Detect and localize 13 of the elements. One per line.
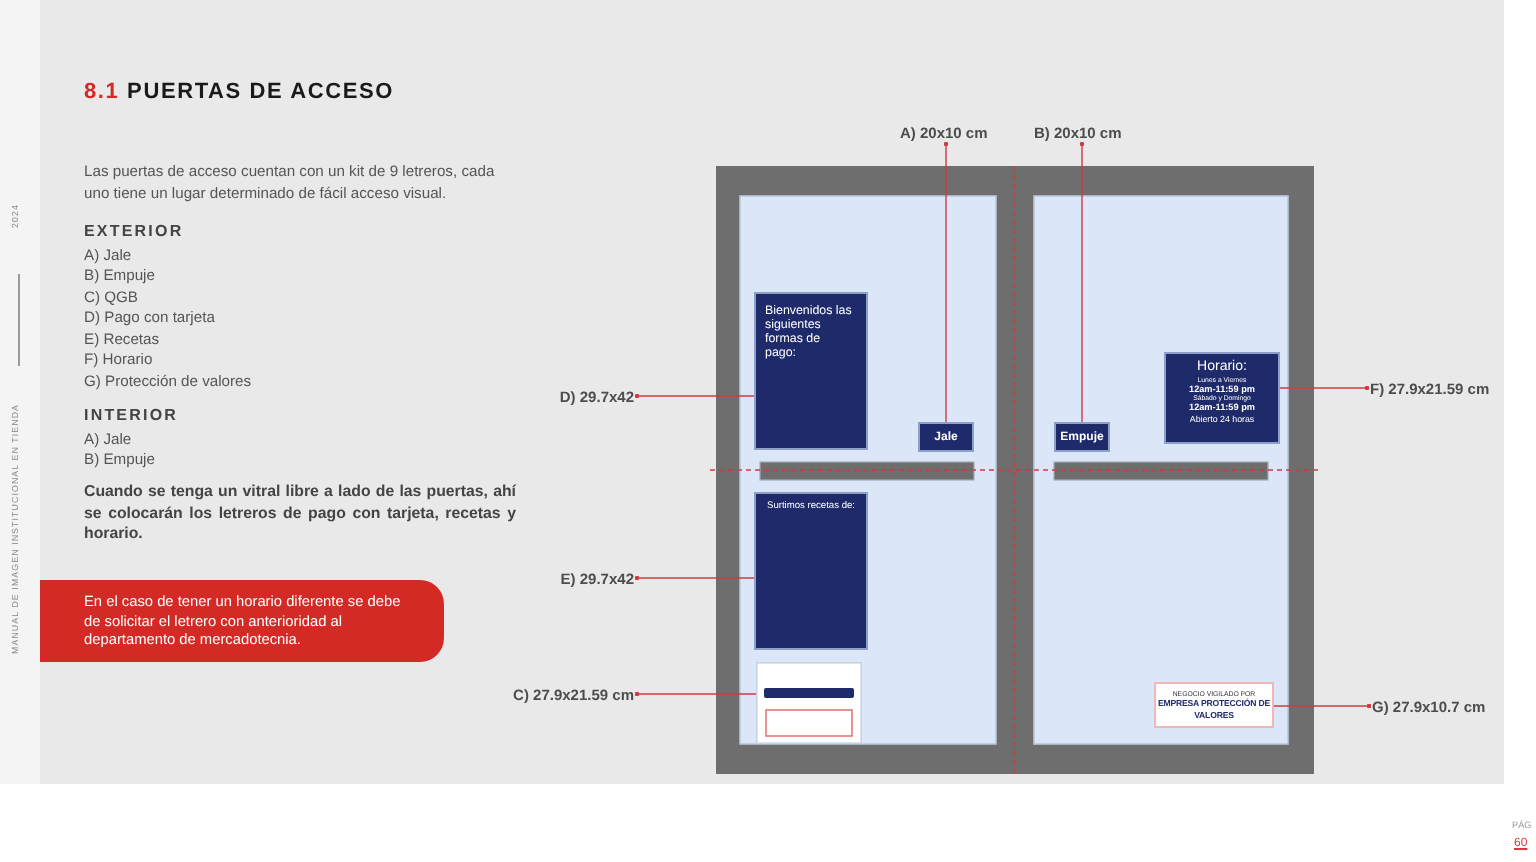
leader-line: [943, 141, 949, 423]
leader-line: [1273, 703, 1372, 709]
sign-drawing: [756, 662, 862, 744]
hours-sign: [1164, 352, 1280, 444]
section-heading: INTERIOR: [84, 406, 179, 424]
leader-line: [1079, 141, 1085, 423]
leader-line: [634, 393, 755, 399]
leader-line: [634, 575, 755, 581]
leader-line: [634, 691, 757, 697]
leader-line: [1279, 385, 1370, 391]
section-heading: EXTERIOR: [84, 222, 184, 240]
page-title: 8.1 PUERTAS DE ACCESO: [84, 80, 394, 104]
security-sign: [1154, 682, 1274, 728]
